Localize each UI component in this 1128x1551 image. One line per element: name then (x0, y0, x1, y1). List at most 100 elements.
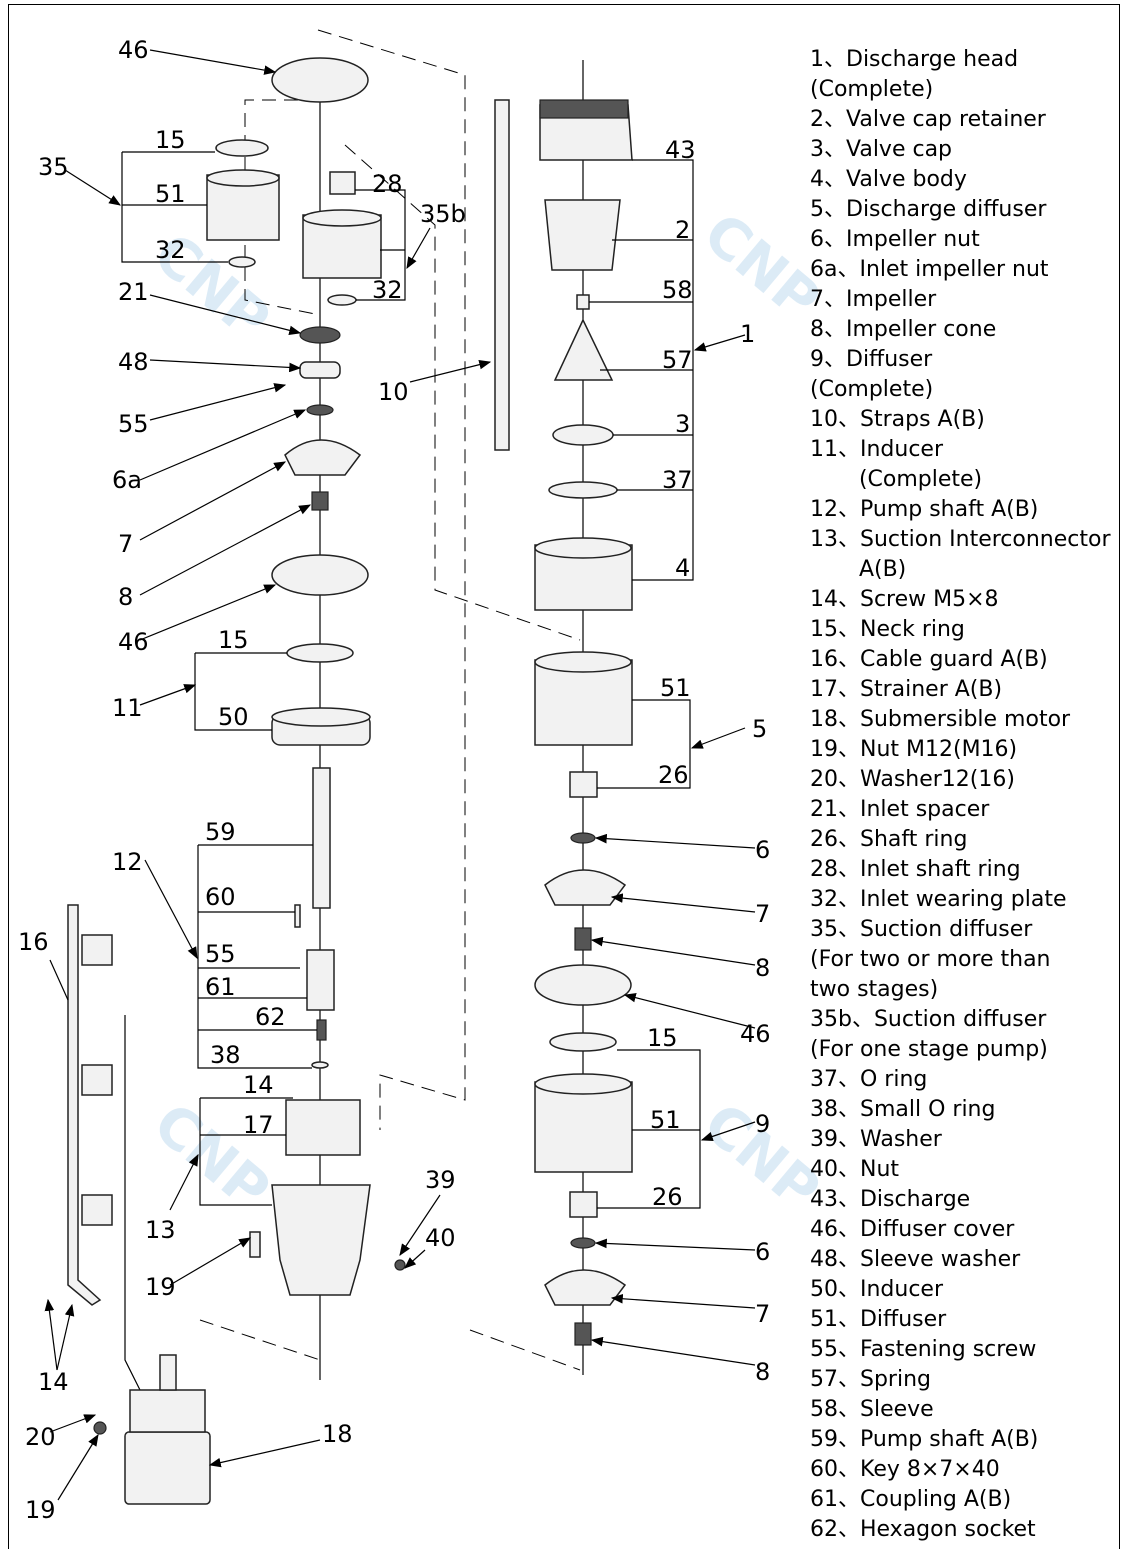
legend-item: 48、Sleeve washer (810, 1247, 1021, 1272)
washer-nut (394, 1259, 406, 1271)
leader-1 (693, 334, 746, 352)
impeller-cone-c (574, 1322, 592, 1346)
discharge-diffuser-top (534, 651, 632, 673)
callout: 55 (205, 940, 236, 968)
leader-46b (139, 584, 277, 641)
callout: 32 (155, 236, 186, 264)
shaft-ring-b (569, 1191, 598, 1218)
leader-46a (149, 49, 277, 75)
valve-body-top (534, 537, 632, 559)
legend-item: (Complete) (810, 377, 934, 402)
leader-8b (590, 936, 756, 966)
legend-item: 18、Submersible motor (810, 707, 1071, 732)
diffuser-b-top (534, 1073, 632, 1095)
legend-item: two stages) (810, 977, 939, 1002)
legend-item: 59、Pump shaft A(B) (810, 1427, 1039, 1452)
callout: 7 (118, 530, 133, 558)
legend-item: A(B) (810, 557, 907, 582)
legend-item: 58、Sleeve (810, 1397, 934, 1422)
inlet-wearing-plate (228, 256, 256, 268)
impeller-b (544, 869, 627, 906)
leader-7b (610, 893, 756, 913)
callout: 20 (25, 1423, 56, 1451)
legend-item: 35、Suction diffuser (810, 917, 1033, 942)
callout: 57 (662, 346, 693, 374)
legend-item: 35b、Suction diffuser (810, 1007, 1047, 1032)
diffuser-cover (271, 57, 369, 103)
callout: 61 (205, 973, 236, 1001)
legend-item: 19、Nut M12(M16) (810, 737, 1018, 762)
bracket-35b (355, 189, 406, 301)
leader-19b (57, 1433, 99, 1501)
diffuser-top (206, 169, 280, 187)
bracket-35 (121, 152, 228, 263)
callout: 9 (755, 1110, 770, 1138)
callout: 32 (372, 276, 403, 304)
legend-item: 6、Impeller nut (810, 227, 980, 252)
leader-21 (149, 294, 302, 336)
legend-item: 20、Washer12(16) (810, 767, 1015, 792)
legend-item: 40、Nut (810, 1157, 900, 1182)
inlet-wearing-plate-b (327, 294, 357, 306)
callout: 13 (145, 1216, 176, 1244)
callout: 51 (650, 1106, 681, 1134)
callout: 8 (755, 1358, 770, 1386)
legend-item: 46、Diffuser cover (810, 1217, 1015, 1242)
callout: 7 (755, 900, 770, 928)
callout: 19 (25, 1496, 56, 1524)
suction-diffuser-top (302, 209, 382, 227)
cable-guard-clip (81, 934, 113, 966)
small-o-ring (311, 1061, 329, 1069)
legend-item: (Complete) (810, 467, 983, 492)
strap (494, 99, 510, 451)
shaft-ring (569, 771, 598, 798)
spring (553, 318, 614, 381)
callout: 17 (243, 1111, 274, 1139)
leader-35 (64, 169, 122, 206)
legend-item: 61、Coupling A(B) (810, 1487, 1012, 1512)
callout: 28 (372, 170, 403, 198)
callout: 6 (755, 1238, 770, 1266)
leader-48 (149, 359, 302, 373)
callout: 26 (658, 761, 689, 789)
callout: 37 (662, 466, 693, 494)
callout: 1 (740, 320, 755, 348)
legend-item: 2、Valve cap retainer (810, 107, 1046, 132)
legend-item: 8、Impeller cone (810, 317, 997, 342)
pump-shaft (312, 767, 331, 909)
leader-19a (169, 1237, 252, 1286)
leader-40 (404, 1249, 426, 1269)
legend-item: 38、Small O ring (810, 1097, 996, 1122)
neck-ring-c (549, 1032, 617, 1052)
diffuser-cover-b (271, 554, 369, 596)
sleeve-washer (299, 361, 341, 379)
leader-6a (139, 409, 307, 481)
cable-guard-clip (81, 1194, 113, 1226)
legend-item: 28、Inlet shaft ring (810, 857, 1021, 882)
diffuser-b (534, 1081, 633, 1173)
callout: 26 (652, 1183, 683, 1211)
inlet-impeller-nut (306, 404, 334, 416)
legend-item: 9、Diffuser (810, 347, 933, 372)
bracket-11 (194, 653, 272, 731)
legend-item: 62、Hexagon socket (810, 1517, 1036, 1542)
motor-shaft (159, 1354, 177, 1391)
leader-9 (700, 1121, 756, 1142)
callout: 35 (38, 153, 69, 181)
callout: 46 (740, 1020, 771, 1048)
bolt (249, 1231, 261, 1258)
discharge-diffuser (534, 659, 633, 746)
callout: 14 (38, 1368, 69, 1396)
leader-20 (49, 1414, 97, 1433)
legend-item: 4、Valve body (810, 167, 967, 192)
leader-10 (409, 359, 492, 383)
callout: 12 (112, 848, 143, 876)
coupling (306, 949, 335, 1011)
leader-55a (149, 383, 287, 421)
callout: 14 (243, 1071, 274, 1099)
leader-46c (623, 993, 756, 1029)
leader-13 (169, 1153, 199, 1211)
callout: 51 (155, 180, 186, 208)
legend-item: 50、Inducer (810, 1277, 944, 1302)
